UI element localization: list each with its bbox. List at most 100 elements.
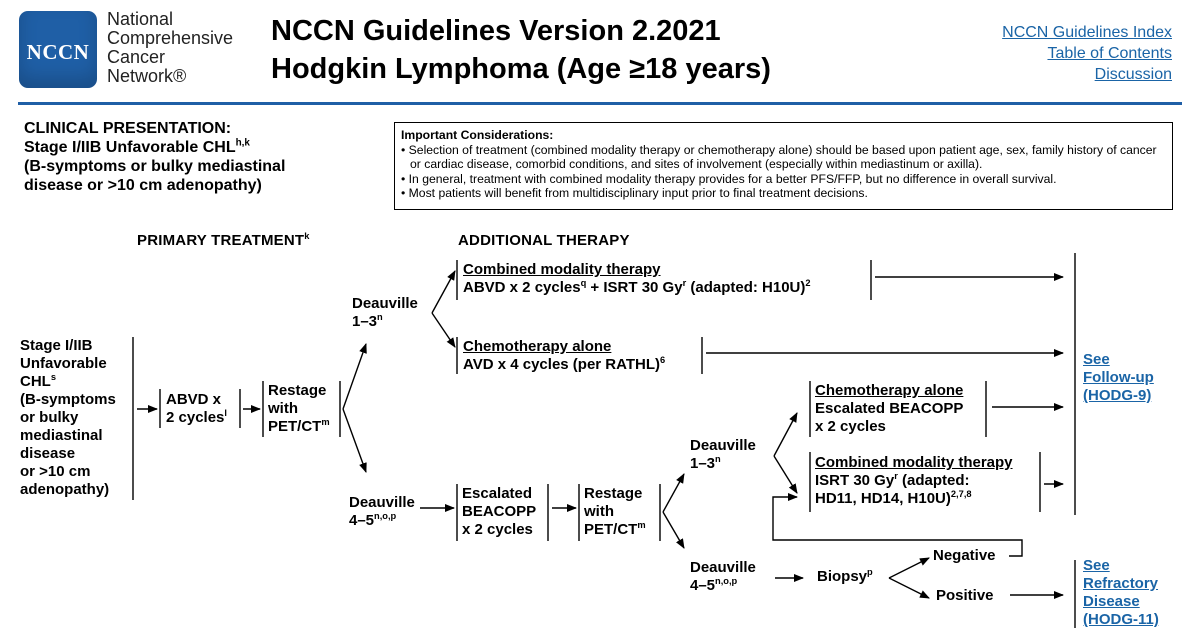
- primary-treatment-label: PRIMARY TREATMENT: [137, 232, 305, 249]
- restage-line: PET/CTm: [268, 417, 330, 436]
- cmt-text: (adapted: H10U): [686, 279, 806, 296]
- cmt-heading: Combined modality therapy: [815, 454, 1013, 471]
- considerations-title: Important Considerations:: [401, 128, 554, 142]
- nccn-logo: NCCN: [19, 11, 97, 88]
- table-of-contents-link[interactable]: Table of Contents: [1047, 45, 1172, 62]
- restage-line: with: [268, 400, 298, 417]
- cmt-footnote: q: [580, 278, 587, 288]
- restage-footnote: m: [321, 417, 330, 427]
- stage-chl: CHL: [20, 373, 51, 390]
- deauville-range: 4–5n,o,p: [690, 576, 756, 595]
- primary-treatment-footnote: k: [304, 231, 310, 241]
- cmt-footnote: r: [682, 278, 687, 288]
- cmt-footnote: r: [894, 471, 898, 481]
- beacopp-line: BEACOPP: [462, 503, 537, 520]
- restage-footnote: m: [637, 520, 646, 530]
- deauville-footnote: n,o,p: [374, 511, 397, 521]
- deauville-score: 1–3: [690, 455, 716, 472]
- link-line[interactable]: Disease: [1083, 593, 1140, 610]
- stage-node: Stage I/IIB Unfavorable CHLs (B-symptoms…: [20, 337, 116, 499]
- abvd-line: ABVD x: [166, 391, 222, 408]
- beacopp-line: x 2 cycles: [462, 521, 533, 538]
- combined-modality-node: Combined modality therapy ABVD x 2 cycle…: [463, 261, 811, 297]
- stage-line: adenopathy): [20, 481, 110, 498]
- chemo-heading: Chemotherapy alone: [463, 338, 612, 355]
- positive-node: Positive: [936, 587, 994, 604]
- consideration-text: Most patients will benefit from multidis…: [408, 186, 868, 201]
- stage-line: mediastinal: [20, 427, 103, 444]
- org-line: Comprehensive: [107, 28, 234, 48]
- beacopp-line: Escalated: [462, 485, 533, 502]
- important-considerations-box: Important Considerations: • Selection of…: [394, 122, 1173, 210]
- see-followup-link[interactable]: See Follow-up (HODG-9): [1083, 351, 1154, 405]
- deauville-footnote: n: [715, 454, 721, 464]
- restage-line: Restage: [584, 485, 643, 502]
- primary-treatment-heading: PRIMARY TREATMENTk: [137, 231, 310, 249]
- chemo-heading: Chemotherapy alone: [815, 382, 964, 399]
- combined-modality-node-2: Combined modality therapy ISRT 30 Gyr (a…: [815, 454, 1013, 508]
- deauville-label: Deauville: [690, 559, 756, 576]
- deauville-1-3-node-2: Deauville 1–3n: [690, 437, 756, 473]
- page-subtitle: Hodgkin Lymphoma (Age ≥18 years): [271, 53, 771, 85]
- stage-line: Stage I/IIB: [20, 337, 93, 354]
- deauville-footnote: n: [377, 312, 383, 322]
- cmt-footnote: 2: [805, 278, 811, 288]
- discussion-link[interactable]: Discussion: [1094, 66, 1172, 83]
- link-line[interactable]: See: [1083, 557, 1110, 574]
- chemo-line: x 2 cycles: [815, 418, 886, 435]
- consideration-text: Selection of treatment (combined modalit…: [408, 142, 1157, 172]
- clinical-presentation-stage: Stage I/IIB Unfavorable CHLh,k: [24, 138, 285, 157]
- biopsy-node: Biopsyp: [817, 567, 873, 586]
- cmt-line: ISRT 30 Gyr (adapted:: [815, 471, 1013, 490]
- deauville-label: Deauville: [690, 437, 756, 454]
- stage-footnote: s: [50, 372, 56, 382]
- stage-line: CHLs: [20, 372, 116, 391]
- clinical-presentation-line: (B-symptoms or bulky mediastinal: [24, 158, 286, 175]
- chemo-line: Escalated BEACOPP: [815, 400, 964, 417]
- org-line: National: [107, 9, 174, 29]
- biopsy-footnote: p: [867, 567, 873, 577]
- abvd-footnote: l: [224, 408, 227, 418]
- link-line[interactable]: Follow-up: [1083, 369, 1154, 386]
- org-line: Network®: [107, 66, 187, 86]
- cmt-text: ISRT 30 Gy: [815, 472, 895, 489]
- link-line[interactable]: (HODG-9): [1083, 387, 1152, 404]
- stage-line: disease: [20, 445, 76, 462]
- clinical-presentation: CLINICAL PRESENTATION: Stage I/IIB Unfav…: [24, 119, 285, 195]
- guidelines-index-link[interactable]: NCCN Guidelines Index: [1002, 24, 1172, 41]
- organization-name: National Comprehensive Cancer Network®: [107, 10, 233, 86]
- deauville-label: Deauville: [349, 494, 415, 511]
- see-refractory-link[interactable]: See Refractory Disease (HODG-11): [1083, 557, 1159, 629]
- stage-footnote: h,k: [235, 137, 250, 149]
- cmt-footnote: 2,7,8: [950, 489, 972, 499]
- deauville-score: 4–5: [690, 577, 716, 594]
- consideration-item: • Selection of treatment (combined modal…: [401, 142, 1157, 172]
- chemo-footnote: 6: [660, 355, 666, 365]
- deauville-score: 4–5: [349, 512, 375, 529]
- abvd-cycles: 2 cycles: [166, 409, 225, 426]
- deauville-label: Deauville: [352, 295, 418, 312]
- stage-line: Unfavorable: [20, 355, 107, 372]
- stage-line: (B-symptoms: [20, 391, 116, 408]
- cmt-text: (adapted:: [897, 472, 970, 489]
- negative-node: Negative: [933, 547, 996, 564]
- restage-line: PET/CTm: [584, 520, 646, 539]
- consideration-item: • In general, treatment with combined mo…: [401, 171, 1057, 186]
- link-line[interactable]: (HODG-11): [1083, 611, 1159, 628]
- clinical-presentation-heading: CLINICAL PRESENTATION:: [24, 120, 232, 137]
- link-line[interactable]: Refractory: [1083, 575, 1159, 592]
- biopsy-label: Biopsy: [817, 568, 868, 585]
- stage-line: or >10 cm: [20, 463, 91, 480]
- consideration-text: In general, treatment with combined moda…: [408, 171, 1057, 186]
- cmt-text: ABVD x 2 cycles: [463, 279, 581, 296]
- escalated-beacopp-node: Escalated BEACOPP x 2 cycles: [462, 485, 536, 539]
- chemotherapy-alone-node: Chemotherapy alone AVD x 4 cycles (per R…: [463, 338, 665, 374]
- deauville-score: 1–3: [352, 313, 378, 330]
- restage-petct: PET/CT: [268, 418, 322, 435]
- cmt-heading: Combined modality therapy: [463, 261, 661, 278]
- deauville-1-3-node: Deauville 1–3n: [352, 295, 418, 331]
- clinical-presentation-line: disease or >10 cm adenopathy): [24, 177, 262, 194]
- deauville-4-5-node: Deauville 4–5n,o,p: [349, 494, 415, 530]
- link-line[interactable]: See: [1083, 351, 1110, 368]
